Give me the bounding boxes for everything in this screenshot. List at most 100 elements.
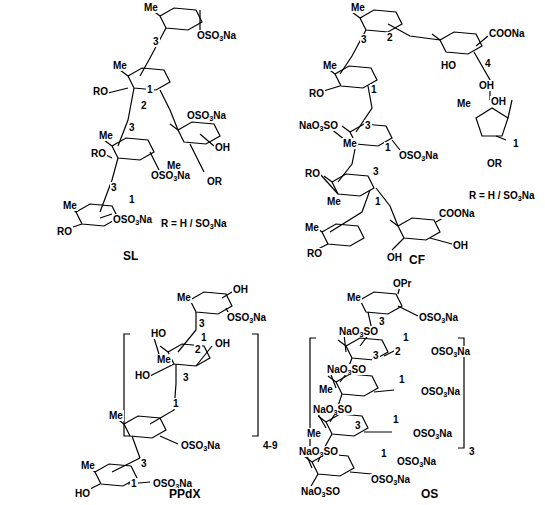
atom-label: OH: [232, 284, 249, 295]
atom-label: 4-9: [262, 440, 278, 451]
atom-label: HO: [134, 370, 151, 381]
atom-label: Me: [304, 222, 320, 233]
atom-label: HO: [440, 60, 457, 71]
atom-label: Me: [166, 160, 182, 171]
atom-label: Me: [346, 292, 362, 303]
atom-label: 3: [378, 316, 386, 327]
atom-label: OPr: [392, 278, 412, 289]
compound-label: PPdX: [168, 488, 201, 501]
atom-label: 4: [484, 58, 492, 69]
atom-label: OSO3Na: [370, 474, 411, 485]
atom-label: OH: [214, 142, 231, 153]
atom-label: NaO3SO: [338, 326, 379, 337]
atom-label: OH: [478, 80, 495, 91]
atom-label: 3: [198, 318, 206, 329]
atom-label: HO: [150, 328, 167, 339]
atom-label: OSO3Na: [398, 150, 439, 161]
atom-label: RO: [304, 168, 321, 179]
atom-label: 1: [402, 332, 410, 343]
atom-label: 1: [384, 142, 392, 153]
atom-label: 3: [182, 372, 190, 383]
atom-label: HO: [74, 488, 91, 499]
atom-label: OSO3Na: [420, 386, 461, 397]
atom-label: R = H / SO3Na: [468, 190, 535, 201]
atom-label: 3: [110, 182, 118, 193]
atom-label: OH: [214, 338, 231, 349]
atom-label: 3: [372, 350, 380, 361]
atom-label: NaO3SO: [326, 364, 367, 375]
compound-label: SL: [122, 250, 139, 263]
atom-label: 3: [360, 34, 368, 45]
atom-label: OR: [486, 158, 503, 169]
atom-label: 1: [380, 448, 388, 459]
atom-label: Me: [326, 196, 342, 207]
atom-label: NaO3SO: [300, 486, 341, 497]
atom-label: 3: [354, 420, 362, 431]
atom-label: 1: [130, 478, 138, 489]
atom-label: OH: [386, 252, 403, 263]
atom-label: RO: [90, 148, 107, 159]
atom-label: OSO3Na: [196, 30, 237, 41]
os-rings: [304, 286, 464, 488]
atom-label: Me: [112, 60, 128, 71]
atom-label: RO: [308, 88, 325, 99]
atom-label: Me: [322, 60, 338, 71]
atom-label: 2: [194, 344, 202, 355]
atom-label: R = H / SO3Na: [160, 218, 227, 229]
atom-label: Me: [108, 410, 124, 421]
atom-label: RO: [306, 248, 323, 259]
atom-label: 1: [398, 374, 406, 385]
atom-label: Me: [306, 428, 322, 439]
atom-label: Me: [176, 292, 192, 303]
atom-label: OSO3Na: [412, 428, 453, 439]
atom-label: NaO3SO: [312, 404, 353, 415]
atom-label: Me: [62, 200, 78, 211]
atom-label: 3: [152, 36, 160, 47]
atom-label: COONa: [488, 28, 526, 39]
atom-label: NaO3SO: [298, 120, 339, 131]
atom-label: OSO3Na: [418, 312, 459, 323]
atom-label: OSO3Na: [150, 170, 191, 181]
atom-label: Me: [350, 2, 366, 13]
atom-label: OH: [490, 96, 507, 107]
atom-label: Me: [143, 2, 159, 13]
atom-label: Me: [456, 98, 472, 109]
atom-label: 3: [140, 458, 148, 469]
atom-label: 1: [200, 332, 208, 343]
atom-label: 1: [172, 398, 180, 409]
atom-label: OSO3Na: [112, 214, 153, 225]
atom-label: Me: [318, 384, 334, 395]
atom-label: 1: [512, 138, 520, 149]
compound-label: CF: [408, 254, 426, 267]
atom-label: 2: [140, 100, 148, 111]
atom-label: Me: [156, 354, 172, 365]
atom-label: NaO3SO: [298, 446, 339, 457]
atom-label: OSO3Na: [396, 456, 437, 467]
atom-label: OSO3Na: [180, 440, 221, 451]
atom-label: RO: [92, 86, 109, 97]
atom-label: OSO3Na: [226, 312, 267, 323]
cf-rings: [314, 10, 512, 250]
atom-label: 3: [128, 122, 136, 133]
atom-label: OH: [452, 240, 469, 251]
atom-label: RO: [56, 226, 73, 237]
atom-label: 3: [364, 120, 372, 131]
compound-label: OS: [420, 488, 439, 501]
atom-label: COONa: [438, 208, 476, 219]
atom-label: OSO3Na: [430, 346, 471, 357]
atom-label: 1: [374, 196, 382, 207]
atom-label: Me: [80, 460, 96, 471]
atom-label: Me: [98, 130, 114, 141]
atom-label: 3: [468, 446, 476, 457]
atom-label: Me: [342, 138, 358, 149]
atom-label: 1: [392, 414, 400, 425]
atom-label: 1: [146, 84, 154, 95]
atom-label: 3: [372, 166, 380, 177]
atom-label: 2: [386, 32, 394, 43]
atom-label: 1: [128, 194, 136, 205]
atom-label: 1: [370, 84, 378, 95]
atom-label: OR: [206, 176, 223, 187]
atom-label: 2: [394, 346, 402, 357]
